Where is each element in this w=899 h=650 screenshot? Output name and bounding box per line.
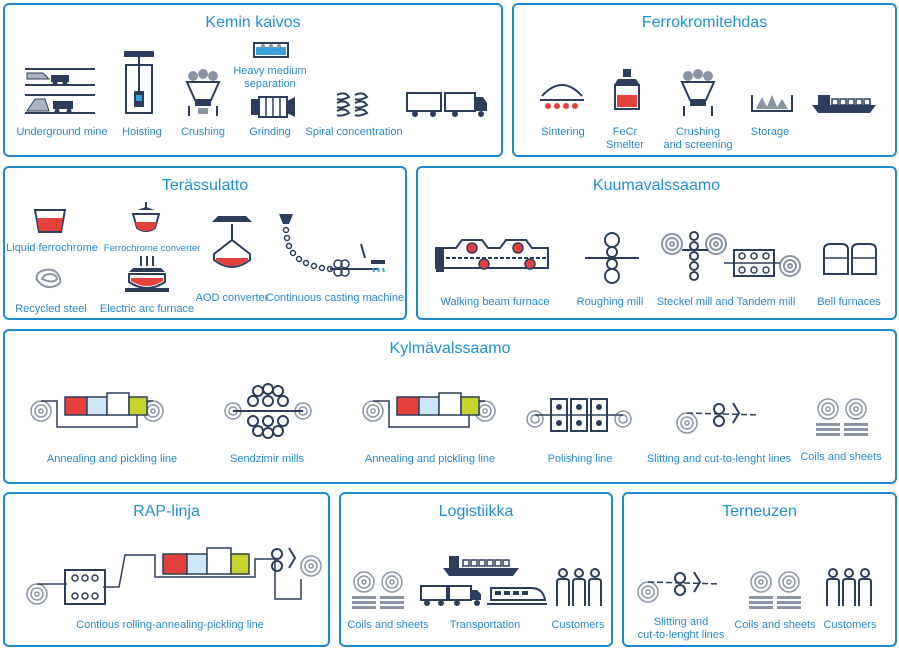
item-label: Ferrochrome converter xyxy=(103,243,201,254)
truck-icon xyxy=(405,91,487,117)
ladle-icon xyxy=(33,208,67,233)
panel-kemin-kaivos: Kemin kaivos Underground mine Hoisting xyxy=(3,3,503,157)
item-label: Polishing line xyxy=(547,453,613,465)
item-label: Bell furnaces xyxy=(817,296,881,308)
hoist-icon xyxy=(120,51,154,114)
crusher-icon xyxy=(183,69,221,116)
item-label: Recycled steel xyxy=(15,303,87,315)
grinding-mill-icon xyxy=(249,93,295,118)
item-label: Contious rolling-annealing-pickling line xyxy=(76,619,264,631)
item-label: Liquid ferrochrome xyxy=(6,242,98,254)
item-label: Slitting and cut-to-lenght lines xyxy=(646,453,792,465)
panel-title: RAP-linja xyxy=(133,503,200,520)
panel-title: Kuumavalssaamo xyxy=(592,177,721,194)
item-label: Hoisting xyxy=(122,126,162,138)
item-label: Electric arc furnace xyxy=(99,303,195,315)
panel-rap-linja: RAP-linja Contious rolling-annealing-pic… xyxy=(3,492,330,647)
steckel-mill-icon xyxy=(658,230,801,281)
panel-kuumavalssaamo: Kuumavalssaamo Walking beam furnace Roug… xyxy=(416,166,897,320)
item-label: Grinding xyxy=(249,126,291,138)
panel-ferrokromitehdas: Ferrokromitehdas Sintering FeCr Smelter … xyxy=(512,3,897,157)
panel-terneuzen: Terneuzen Slitting and cut-to-lenght lin… xyxy=(622,492,897,647)
item-label: Underground mine xyxy=(16,126,108,138)
item-label: Storage xyxy=(750,126,790,138)
panel-title: Kemin kaivos xyxy=(205,14,301,31)
item-label: Steckel mill and Tandem mill xyxy=(656,296,796,308)
sendzimir-icon xyxy=(223,383,312,439)
slitting-icon xyxy=(636,570,721,603)
beam-furnace-icon xyxy=(434,234,549,272)
caster-icon xyxy=(275,212,385,277)
annealing-line-icon xyxy=(361,387,496,428)
coils-sheets-icon xyxy=(815,397,868,436)
item-label: Crushing xyxy=(180,126,226,138)
item-label: FeCr Smelter xyxy=(606,126,644,151)
item-label: Roughing mill xyxy=(576,296,644,308)
panel-title: Logistiikka xyxy=(438,503,514,520)
spiral-icon xyxy=(333,91,369,117)
item-label: AOD converter xyxy=(195,292,269,304)
ship-icon xyxy=(810,93,876,113)
panel-logistiikka: Logistiikka Coils and sheets Transportat… xyxy=(339,492,613,647)
item-label: Coils and sheets xyxy=(347,619,429,631)
transport-icon xyxy=(419,550,547,606)
item-label: Slitting and cut-to-lenght lines xyxy=(637,616,725,641)
customers-icon xyxy=(825,568,872,606)
panel-title: Terässulatto xyxy=(161,177,249,194)
item-label: Sendzimir mills xyxy=(230,453,304,465)
sintering-icon xyxy=(538,80,584,109)
item-label: Walking beam furnace xyxy=(440,296,550,308)
annealing-line-icon xyxy=(29,387,164,428)
item-label: Continuous casting machine xyxy=(265,292,405,304)
rap-line-icon xyxy=(25,544,322,605)
converter-icon xyxy=(129,202,161,232)
panel-kylmavalssaamo: Kylmävalssaamo Annealing and pickling li… xyxy=(3,329,897,484)
item-label: Coils and sheets xyxy=(734,619,816,631)
bell-furnace-icon xyxy=(822,242,877,275)
crusher-icon xyxy=(678,69,716,116)
item-label: Coils and sheets xyxy=(800,451,882,463)
separation-icon xyxy=(253,41,289,58)
coils-sheets-icon xyxy=(351,570,404,609)
item-label: Annealing and pickling line xyxy=(364,453,496,465)
item-label: Spiral concentration xyxy=(305,126,403,138)
slitting-icon xyxy=(675,401,760,434)
storage-icon xyxy=(750,91,793,112)
item-label: Customers xyxy=(551,619,605,631)
coils-sheets-icon xyxy=(748,570,801,609)
item-label: Heavy medium separation xyxy=(233,65,307,90)
item-label: Annealing and pickling line xyxy=(46,453,178,465)
item-label: Sintering xyxy=(541,126,585,138)
panel-title: Kylmävalssaamo xyxy=(389,340,511,357)
aod-converter-icon xyxy=(210,212,252,268)
roughing-mill-icon xyxy=(583,232,639,284)
item-label: Crushing and screening xyxy=(663,126,733,151)
polishing-icon xyxy=(525,397,632,432)
underground-mine-icon xyxy=(23,65,95,114)
item-label: Customers xyxy=(823,619,877,631)
item-label: Transportation xyxy=(449,619,521,631)
panel-title: Terneuzen xyxy=(722,503,797,520)
customers-icon xyxy=(555,568,602,606)
smelter-icon xyxy=(612,69,640,110)
arc-furnace-icon xyxy=(123,256,169,292)
panel-terassulatto: Terässulatto Liquid ferrochrome Ferrochr… xyxy=(3,166,407,320)
scrap-icon xyxy=(33,266,62,289)
panel-title: Ferrokromitehdas xyxy=(641,14,768,31)
